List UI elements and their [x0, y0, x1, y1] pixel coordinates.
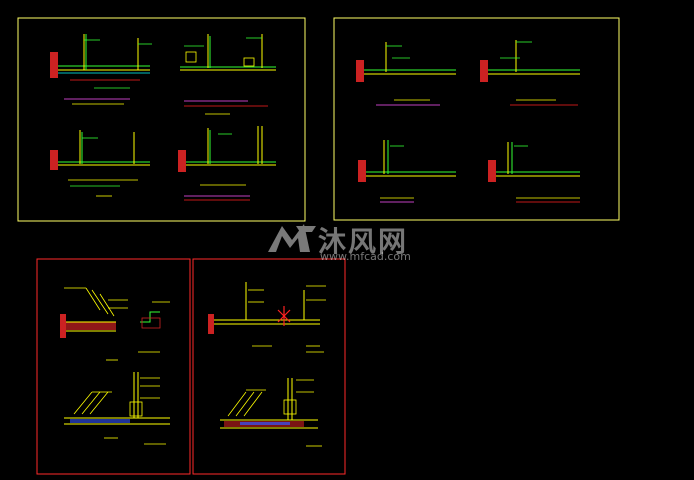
- sheet-frame: [333, 17, 620, 221]
- detail-3[interactable]: [50, 130, 150, 197]
- detail-4[interactable]: [178, 126, 276, 201]
- watermark-url: www.mfcad.com: [320, 250, 411, 263]
- sheet-frame: [17, 17, 306, 222]
- detail-1[interactable]: [60, 287, 170, 361]
- mfcad-logo-icon: [268, 224, 316, 252]
- detail-1[interactable]: [356, 42, 456, 106]
- sheet-top-right[interactable]: [333, 17, 620, 221]
- detail-1[interactable]: [208, 282, 326, 353]
- watermark: 沐风网 www.mfcad.com: [262, 220, 432, 263]
- sheet-frame: [192, 258, 346, 475]
- detail-3[interactable]: [358, 140, 456, 203]
- detail-2[interactable]: [220, 378, 322, 447]
- sheet-bottom-left[interactable]: [36, 258, 191, 475]
- watermark-chinese: 沐风网: [318, 225, 409, 258]
- detail-2[interactable]: [480, 40, 580, 106]
- detail-2[interactable]: [64, 372, 170, 445]
- sheet-frame: [36, 258, 191, 475]
- sheet-top-left[interactable]: [17, 17, 306, 222]
- sheet-bottom-right[interactable]: [192, 258, 346, 475]
- detail-4[interactable]: [488, 142, 580, 203]
- detail-1[interactable]: [50, 34, 152, 89]
- detail-2[interactable]: [180, 34, 276, 107]
